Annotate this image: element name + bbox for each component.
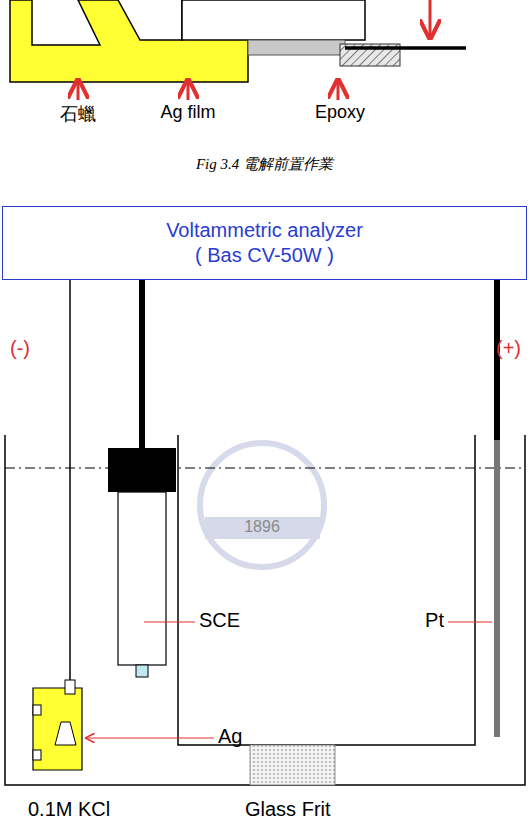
- sce-tip: [136, 665, 148, 677]
- leader-line: [448, 621, 492, 622]
- pt-lead: [494, 280, 500, 440]
- wire: [345, 46, 466, 50]
- part-label: SCE: [199, 609, 240, 632]
- watermark-text: 1896: [244, 518, 280, 536]
- leader-line: [86, 737, 214, 738]
- polarity-label: (-): [10, 337, 30, 360]
- part-label: Pt: [425, 609, 444, 632]
- part-label: Glass Frit: [245, 798, 331, 821]
- part-label: 石蠟: [60, 102, 96, 126]
- red-arrow: [187, 80, 190, 100]
- paraffin-holder: [10, 0, 365, 82]
- sce-lead: [139, 280, 145, 448]
- ag-film: [248, 40, 345, 55]
- solution-label: 0.1M KCl: [28, 798, 110, 821]
- leader-line: [144, 621, 195, 622]
- ag-lead: [69, 280, 71, 684]
- figure-caption: Fig 3.4 電解前置作業: [0, 155, 529, 174]
- watermark-logo: [200, 443, 324, 567]
- analyzer-box: Voltammetric analyzer ( Bas CV-50W ): [2, 206, 527, 280]
- polarity-label: (+): [496, 337, 521, 360]
- beaker: [5, 435, 525, 785]
- part-label: Ag film: [160, 102, 215, 123]
- glass-frit: [250, 745, 335, 785]
- ag-electrode: [33, 680, 82, 770]
- red-arrow: [77, 80, 80, 100]
- inner-compartment: [178, 435, 475, 745]
- red-arrow: [337, 80, 340, 100]
- sce-cap: [108, 448, 176, 492]
- part-label: Ag: [218, 725, 242, 748]
- box-label: Voltammetric analyzer ( Bas CV-50W ): [163, 218, 367, 268]
- part-label: Epoxy: [315, 102, 365, 123]
- red-arrow: [429, 0, 432, 38]
- sce-tube: [118, 492, 166, 665]
- liquid-level: [5, 468, 525, 469]
- pt-electrode: [494, 440, 500, 737]
